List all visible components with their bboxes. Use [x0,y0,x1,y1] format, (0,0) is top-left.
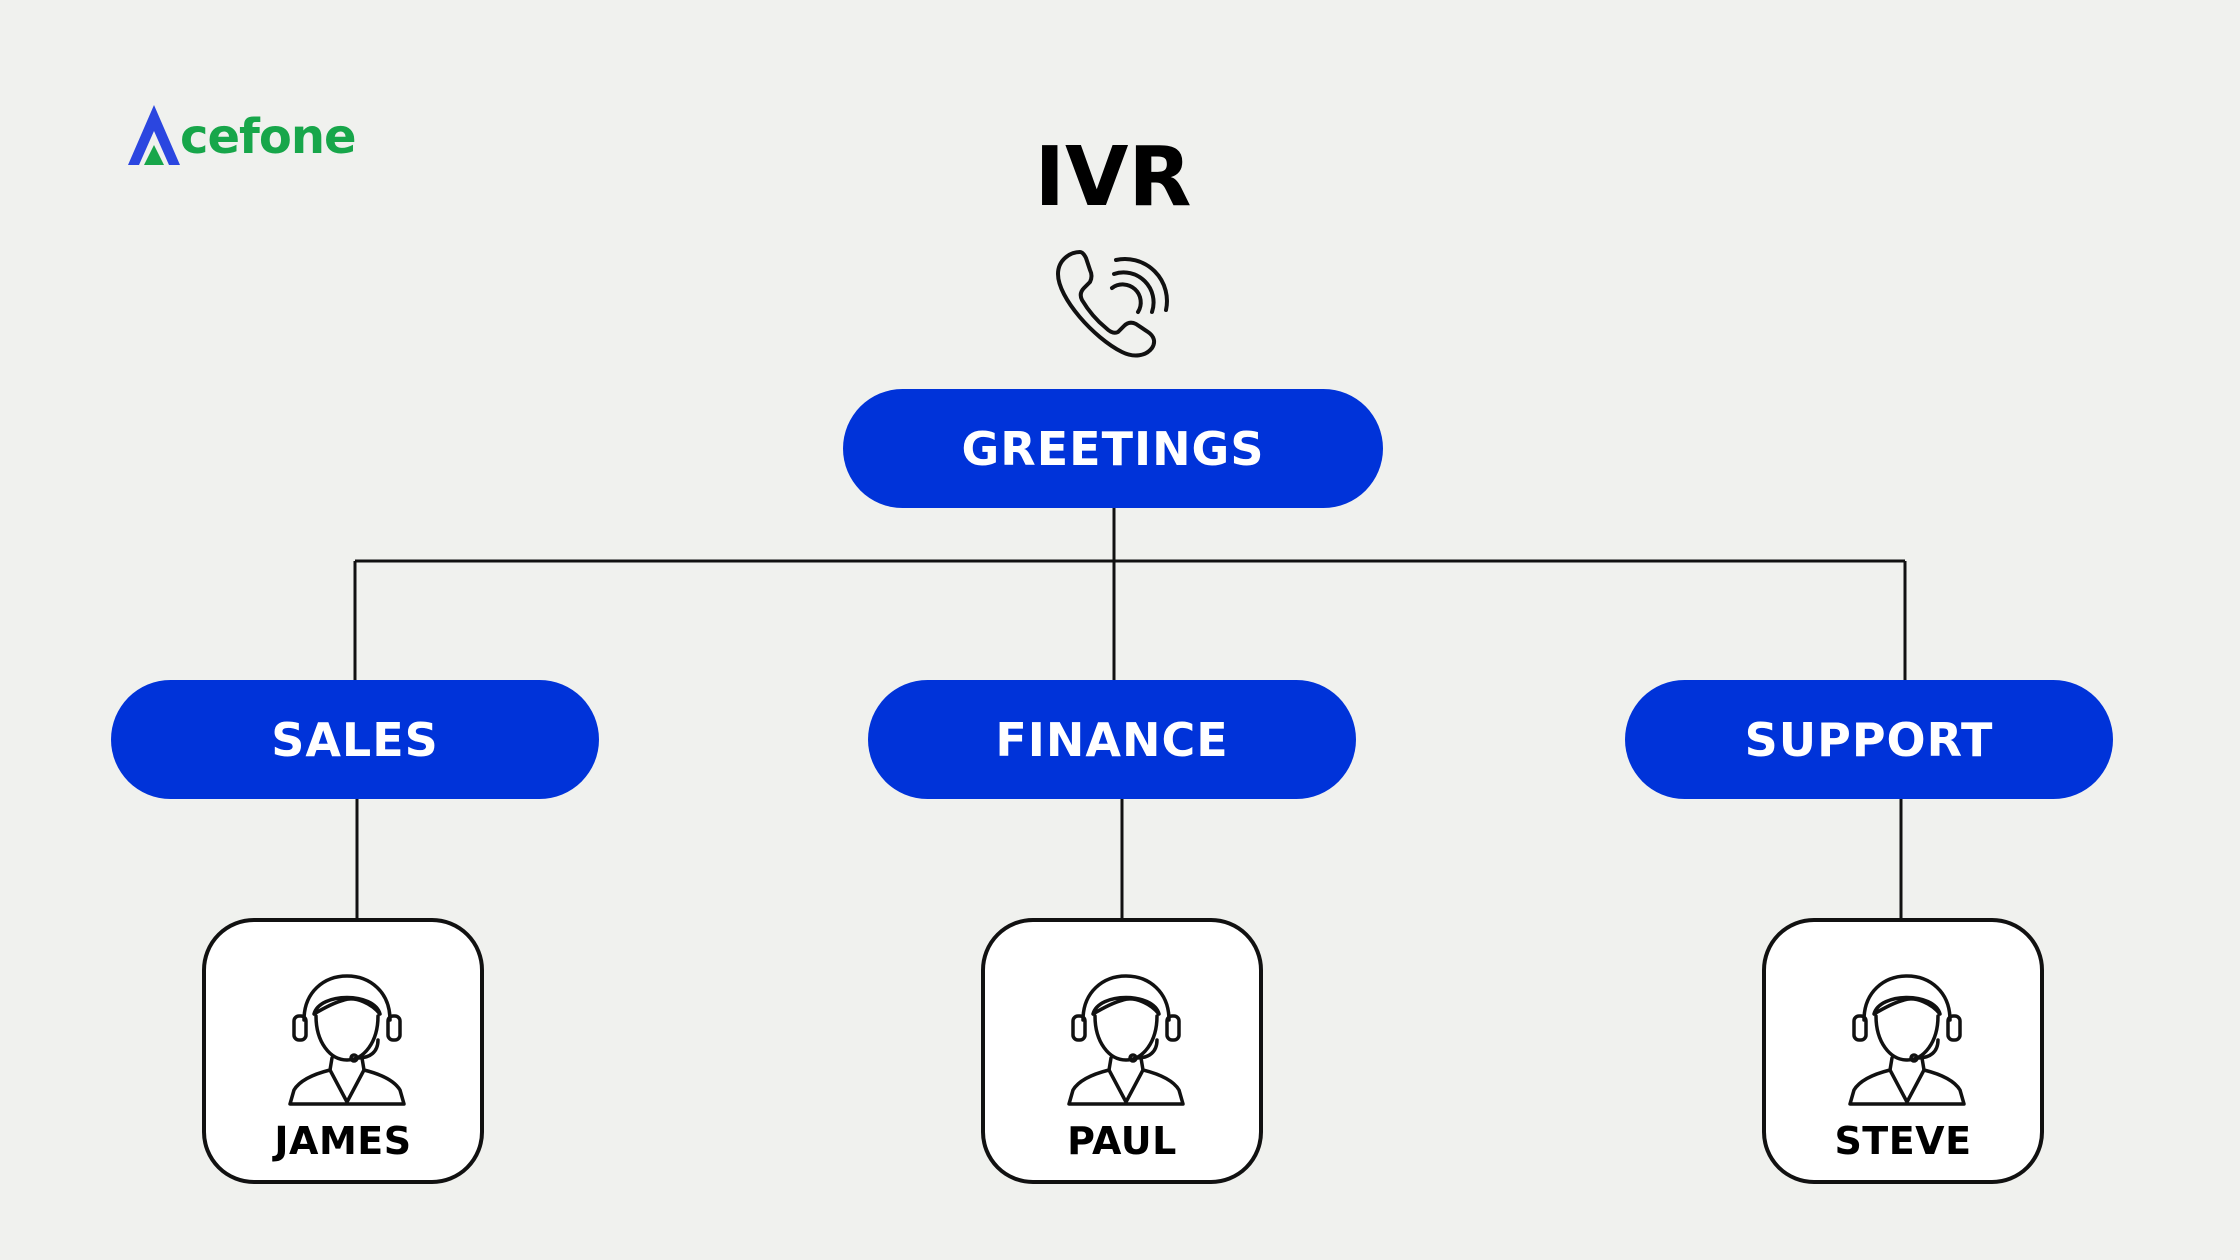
finance-node[interactable]: FINANCE [868,680,1356,799]
phone-ringing-icon [1056,250,1169,358]
agent-name: JAMES [274,1119,412,1163]
sales-node[interactable]: SALES [111,680,599,799]
acefone-logo[interactable]: cefone [122,103,362,167]
headset-agent-icon [288,974,406,1106]
agent-card-paul[interactable]: PAUL [981,918,1263,1184]
greetings-node-label: GREETINGS [961,421,1265,476]
support-node-label: SUPPORT [1744,712,1994,767]
headset-agent-icon [1848,974,1966,1106]
agent-name: STEVE [1834,1119,1972,1163]
agent-name: PAUL [1067,1119,1177,1163]
diagram-title: IVR [1034,130,1192,225]
agent-card-james[interactable]: JAMES [202,918,484,1184]
logo-wordmark: cefone [180,109,357,165]
acefone-logo-mark-icon [128,105,180,165]
greetings-node[interactable]: GREETINGS [843,389,1383,508]
sales-node-label: SALES [271,712,439,767]
headset-agent-icon [1067,974,1185,1106]
support-node[interactable]: SUPPORT [1625,680,2113,799]
agent-card-steve[interactable]: STEVE [1762,918,2044,1184]
finance-node-label: FINANCE [995,712,1229,767]
